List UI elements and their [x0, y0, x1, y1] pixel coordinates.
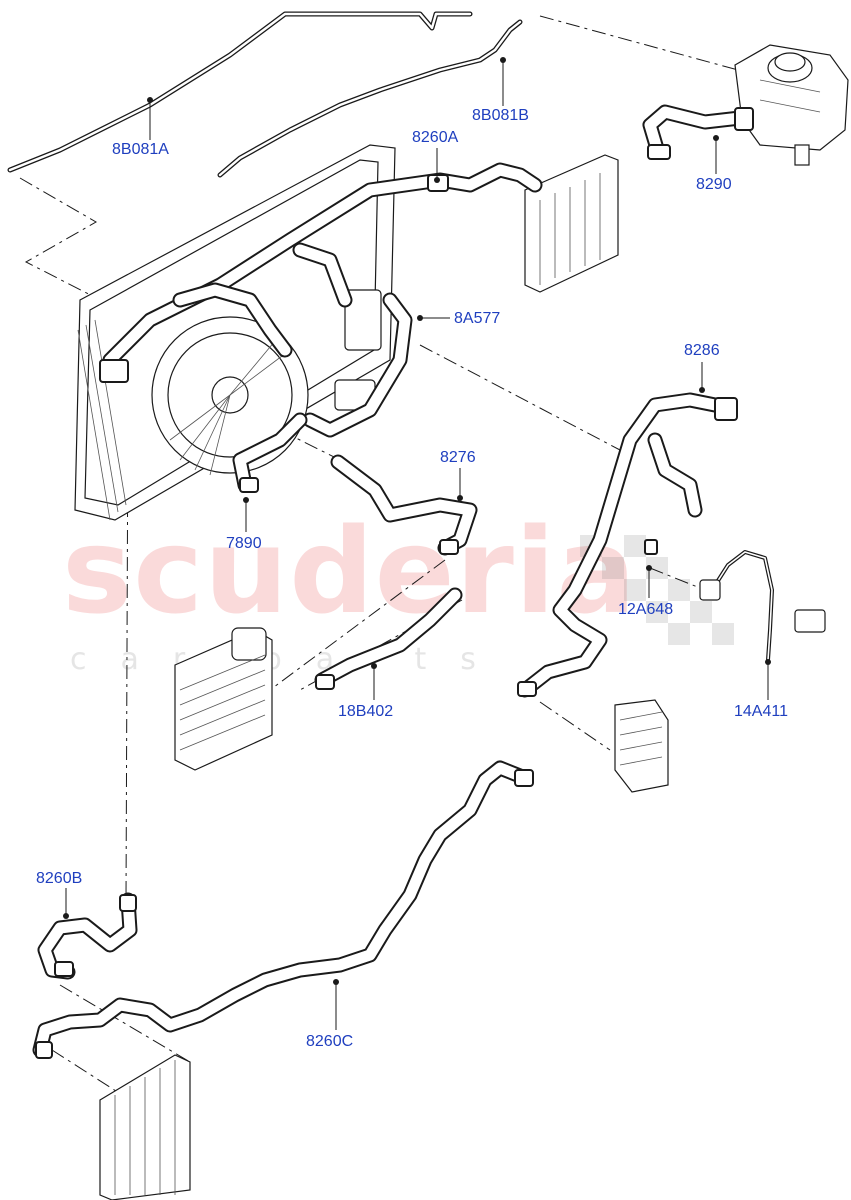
callout-8290: 8290: [696, 176, 732, 193]
bleed-pipe-8b081a: [7, 11, 473, 173]
callout-leaders: [63, 57, 771, 1030]
watermark-subtext: car parts: [70, 642, 510, 677]
hose-18b402: [314, 587, 463, 688]
hose-8260b: [37, 892, 138, 980]
watermark-text: scuderia: [62, 502, 637, 640]
callout-14a411: 14A411: [734, 703, 788, 720]
callout-7890: 7890: [226, 535, 262, 552]
charge-air-cooler: [174, 627, 273, 771]
hose-8260a: [102, 162, 543, 368]
hose-8260c: [32, 760, 533, 1058]
callout-12a648: 12A648: [618, 601, 674, 618]
auxiliary-radiator-upper: [524, 154, 619, 293]
callout-8286: 8286: [684, 342, 720, 359]
callout-8260b: 8260B: [36, 870, 83, 887]
callout-8260c: 8260C: [306, 1033, 354, 1050]
hose-clamps: [35, 107, 754, 1059]
hose-7890: [232, 412, 308, 493]
hose-8a577: [302, 292, 413, 438]
sensor-harness-14a411: [699, 550, 826, 662]
bleed-pipe-8b081b: [217, 19, 523, 178]
hose-8286: [517, 392, 738, 698]
hose-8276: [330, 454, 478, 556]
oil-cooler: [614, 699, 669, 793]
callout-8b081a: 8B081A: [112, 141, 169, 158]
hose-8290: [642, 104, 748, 160]
radiator-module: [74, 144, 396, 521]
expansion-tank: [734, 44, 849, 166]
callout-18b402: 18B402: [338, 703, 394, 720]
callout-8276: 8276: [440, 449, 476, 466]
callout-8b081b: 8B081B: [472, 107, 529, 124]
callout-8260a: 8260A: [412, 129, 459, 146]
callout-8a577: 8A577: [454, 310, 501, 327]
auxiliary-radiator-lower: [99, 1054, 191, 1200]
